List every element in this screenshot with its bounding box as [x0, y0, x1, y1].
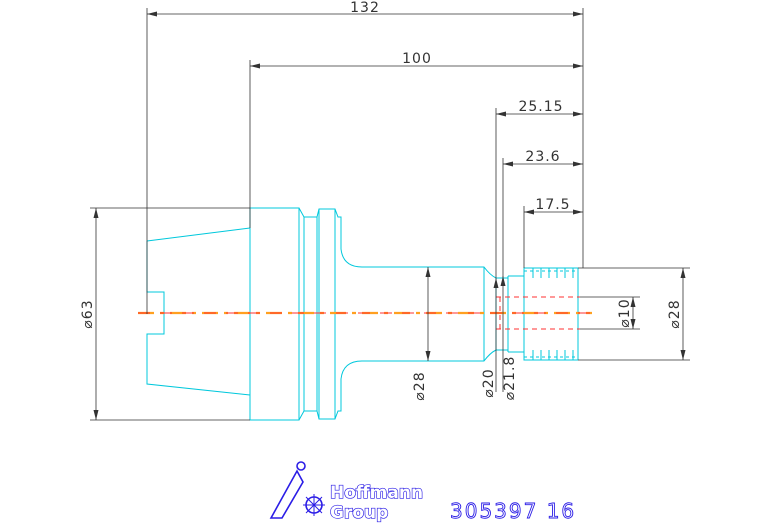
logo-line-2: Group	[330, 503, 388, 523]
dimension-arrowheads	[93, 11, 686, 420]
dim-diameter-28-nut: ⌀28	[667, 299, 683, 328]
part-number: 305397 16	[450, 499, 576, 523]
dim-diameter-20: ⌀20	[481, 368, 497, 397]
dimension-lines	[90, 8, 690, 421]
dim-diameter-21-8: ⌀21.8	[502, 356, 518, 401]
dim-length-100: 100	[402, 51, 432, 67]
dim-diameter-63: ⌀63	[80, 299, 96, 328]
logo-line-1: Hoffmann	[330, 483, 423, 503]
dim-length-25-15: 25.15	[518, 99, 563, 115]
dim-diameter-28-shank: ⌀28	[412, 371, 428, 400]
bore-hidden-lines	[496, 296, 580, 330]
dim-length-23-6: 23.6	[525, 149, 560, 165]
dim-length-132: 132	[350, 0, 380, 16]
hoffmann-group-logo-icon	[269, 461, 325, 519]
dim-length-17-5: 17.5	[535, 197, 570, 213]
dim-diameter-10: ⌀10	[617, 298, 633, 327]
